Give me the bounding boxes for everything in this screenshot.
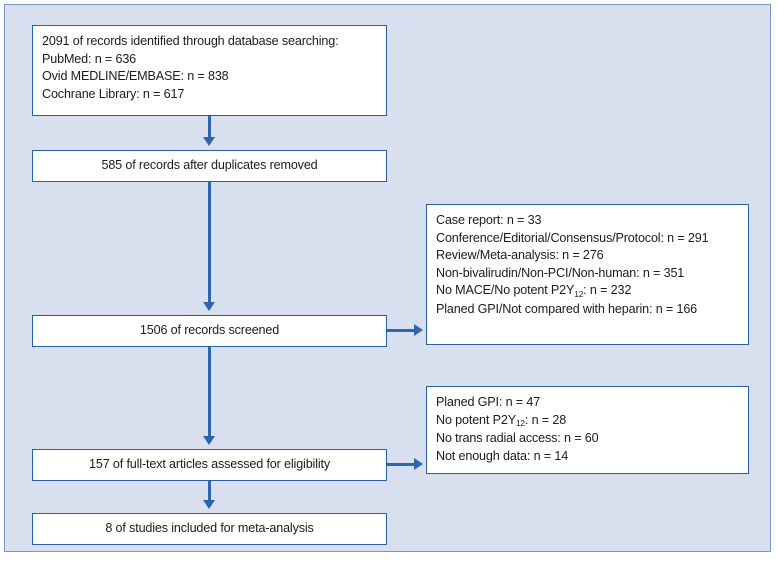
excluded-screening-item-no-mace: No MACE/No potent P2Y12: n = 232	[436, 282, 748, 301]
excluded-fulltext-item-no-potent-p2y12: No potent P2Y12: n = 28	[436, 412, 748, 431]
arrow-fulltext-to-included	[208, 481, 211, 504]
arrow-identified-to-duplicates	[208, 116, 211, 141]
excluded-screening-item-1-text: Conference/Editorial/Consensus/Protocol:…	[436, 230, 709, 245]
excluded-fulltext-item-1-text: No potent P2Y	[436, 412, 516, 427]
excluded-fulltext-item-2-text: No trans radial access: n = 60	[436, 431, 599, 445]
excluded-fulltext-item-planed-gpi: Planed GPI: n = 47	[436, 394, 748, 412]
excluded-screening-item-4-text: No MACE/No potent P2Y	[436, 283, 575, 297]
arrow-duplicates-to-screened	[208, 182, 211, 306]
excluded-screening-item-0-text: Case report: n = 33	[436, 213, 542, 227]
excluded-screening-item-case-report: Case report: n = 33	[436, 212, 748, 230]
arrow-screened-to-fulltext	[208, 347, 211, 440]
box-studies-included: 8 of studies included for meta-analysis	[32, 513, 387, 545]
box-records-screened: 1506 of records screened	[32, 315, 387, 347]
box-records-identified: 2091 of records identified through datab…	[32, 25, 387, 116]
arrow-screened-to-fulltext-head	[203, 436, 215, 445]
excluded-screening-item-3-text: Non-bivalirudin/Non-PCI/Non-human: n = 3…	[436, 265, 685, 280]
excluded-screening-item-non-bivalirudin: Non-bivalirudin/Non-PCI/Non-human: n = 3…	[436, 265, 748, 283]
source-cochrane-library: Cochrane Library: n = 617	[42, 86, 185, 101]
excluded-screening-item-5-text: Planed GPI/Not compared with heparin: n …	[436, 301, 698, 316]
excluded-screening-item-4-count: : n = 232	[583, 283, 632, 297]
excluded-fulltext-item-not-enough-data: Not enough data: n = 14	[436, 448, 748, 466]
excluded-screening-item-4-subscript: 12	[574, 288, 584, 299]
source-ovid-medline-embase: Ovid MEDLINE/EMBASE: n = 838	[42, 69, 229, 83]
excluded-fulltext-item-1-subscript: 12	[515, 418, 525, 428]
excluded-screening-item-conference-editorial: Conference/Editorial/Consensus/Protocol:…	[436, 230, 748, 248]
excluded-fulltext-item-1-count: : n = 28	[524, 412, 567, 427]
arrow-screened-to-excluded-head	[414, 324, 423, 336]
arrow-duplicates-to-screened-head	[203, 302, 215, 311]
box-records-after-duplicates: 585 of records after duplicates removed	[32, 150, 387, 182]
source-pubmed: PubMed: n = 636	[42, 51, 137, 66]
records-identified-header: 2091 of records identified through datab…	[42, 34, 339, 48]
excluded-fulltext-item-no-trans-radial: No trans radial access: n = 60	[436, 430, 748, 448]
figure-frame: 2091 of records identified through datab…	[4, 4, 771, 552]
arrow-fulltext-to-excluded-head	[414, 458, 423, 470]
excluded-fulltext-item-3-text: Not enough data: n = 14	[436, 448, 569, 463]
arrow-identified-to-duplicates-head	[203, 137, 215, 146]
records-screened-label: 1506 of records screened	[139, 323, 280, 338]
box-excluded-after-fulltext: Planed GPI: n = 47 No potent P2Y12: n = …	[426, 386, 749, 474]
excluded-fulltext-item-0-text: Planed GPI: n = 47	[436, 395, 541, 409]
arrow-fulltext-to-included-head	[203, 500, 215, 509]
excluded-screening-item-review-meta-analysis: Review/Meta-analysis: n = 276	[436, 247, 748, 265]
box-fulltext-assessed: 157 of full-text articles assessed for e…	[32, 449, 387, 481]
excluded-screening-item-planed-gpi: Planed GPI/Not compared with heparin: n …	[436, 301, 748, 319]
records-after-duplicates-label: 585 of records after duplicates removed	[101, 158, 318, 173]
studies-included-label: 8 of studies included for meta-analysis	[105, 521, 314, 536]
excluded-screening-item-2-text: Review/Meta-analysis: n = 276	[436, 248, 604, 262]
fulltext-assessed-label: 157 of full-text articles assessed for e…	[89, 457, 330, 472]
arrow-screened-to-excluded	[387, 329, 418, 332]
box-excluded-after-screening: Case report: n = 33 Conference/Editorial…	[426, 204, 749, 345]
arrow-fulltext-to-excluded	[387, 463, 418, 466]
